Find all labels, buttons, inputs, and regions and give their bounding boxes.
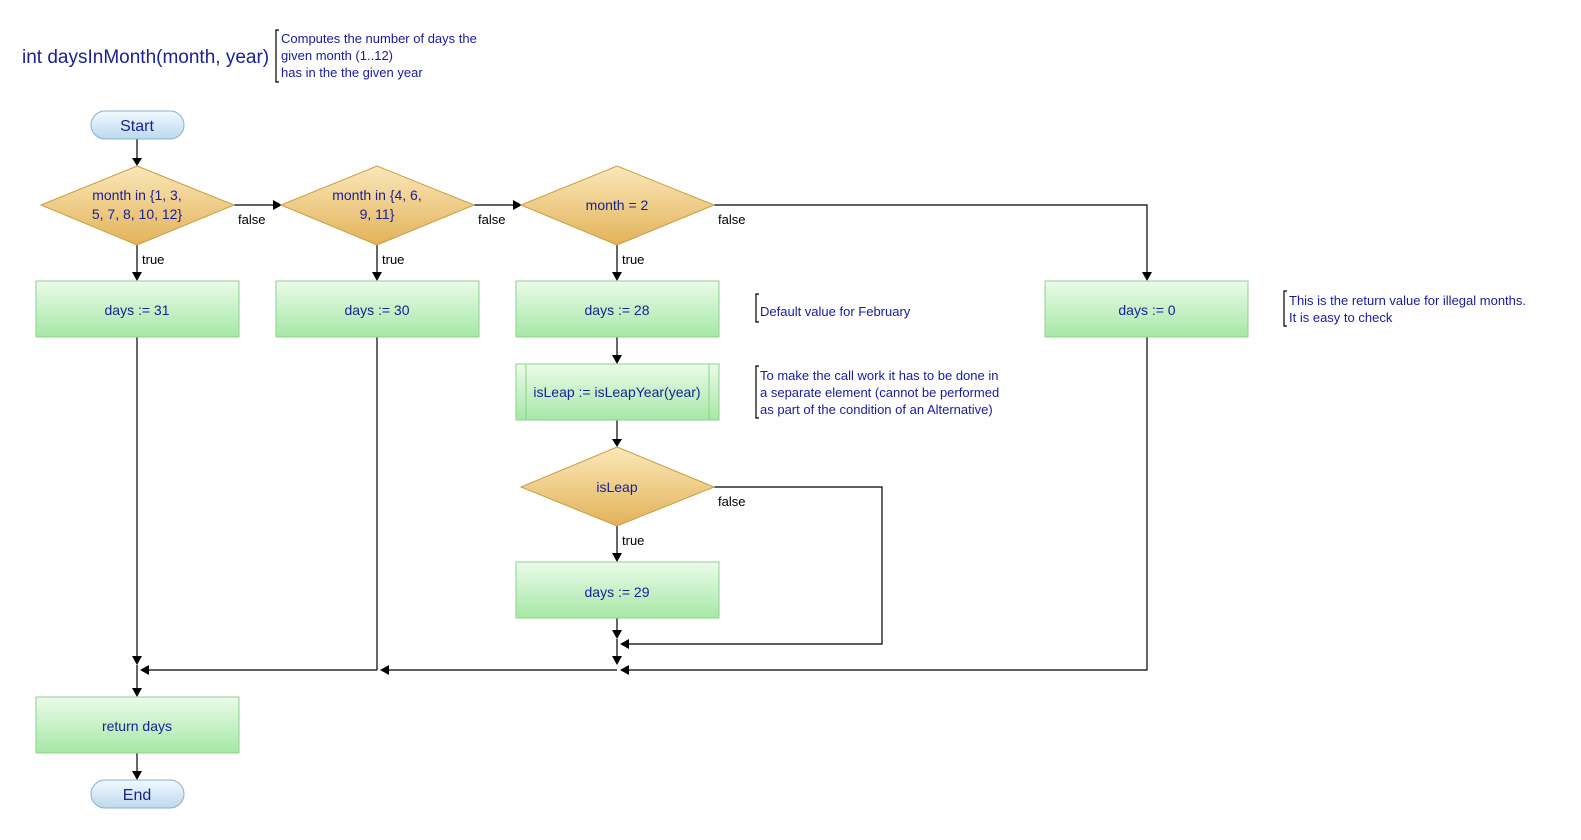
comment-bracket <box>755 365 759 419</box>
edge-cond4-false <box>629 486 883 645</box>
edge-label-false: false <box>718 494 745 509</box>
arrow-head <box>132 272 142 281</box>
comment-call-line-1: To make the call work it has to be done … <box>760 368 998 383</box>
function-signature: int daysInMonth(month, year) <box>22 47 269 68</box>
arrow-head <box>132 158 142 166</box>
arrow-head <box>372 272 382 281</box>
comment-main-line-1: Computes the number of days the <box>281 31 477 46</box>
edge-days0-merge <box>629 337 1148 671</box>
start-terminal <box>90 110 185 140</box>
arrow-head <box>612 355 622 364</box>
comment-call-line-2: a separate element (cannot be performed <box>760 385 999 400</box>
arrow-head <box>612 439 622 447</box>
edge-label-false: false <box>478 212 505 227</box>
decision-month-30-line-2: 9, 11} <box>360 206 395 222</box>
arrow-head <box>132 688 142 697</box>
arrow-head <box>612 553 622 562</box>
call-isleapyear-label: isLeap := isLeapYear(year) <box>533 384 700 400</box>
process-days-31-label: days := 31 <box>105 302 170 318</box>
process-days-0-label: days := 0 <box>1118 302 1175 318</box>
arrow-head <box>140 665 149 675</box>
arrow-head <box>380 665 389 675</box>
process-days-29 <box>515 561 720 619</box>
arrow-head <box>132 771 142 780</box>
process-days-30-label: days := 30 <box>345 302 410 318</box>
edge-label-true: true <box>622 252 644 267</box>
process-days-30 <box>275 280 480 338</box>
decision-month-feb <box>519 165 716 246</box>
decision-month-31-line-2: 5, 7, 8, 10, 12} <box>92 206 183 222</box>
decision-month-30-line-1: month in {4, 6, <box>332 187 422 203</box>
process-days-31 <box>35 280 240 338</box>
decision-month-30 <box>279 165 476 246</box>
process-days-28 <box>515 280 720 338</box>
comment-illegal-line-2: It is easy to check <box>1289 310 1393 325</box>
arrow-head <box>513 200 522 210</box>
arrow-head <box>273 200 282 210</box>
comment-bracket <box>755 293 759 323</box>
arrow-head <box>612 272 622 281</box>
arrow-head <box>620 665 629 675</box>
comment-bracket <box>275 29 279 83</box>
decision-isleap <box>519 446 716 527</box>
arrow-head <box>612 656 622 665</box>
arrow-head <box>612 630 622 639</box>
decision-isleap-label: isLeap <box>596 479 637 495</box>
start-label: Start <box>120 118 154 135</box>
arrow-head <box>1142 272 1152 281</box>
comment-main-line-3: has in the the given year <box>281 65 423 80</box>
call-isleapyear <box>515 363 720 421</box>
edge-cond3-false <box>714 204 1148 272</box>
decision-month-feb-label: month = 2 <box>586 197 649 213</box>
process-return-days-label: return days <box>102 718 172 734</box>
decision-month-31 <box>39 165 236 246</box>
decision-month-31-line-1: month in {1, 3, <box>92 187 182 203</box>
edge-label-false: false <box>718 212 745 227</box>
comment-call-line-3: as part of the condition of an Alternati… <box>760 402 993 417</box>
end-label: End <box>123 787 151 804</box>
end-terminal <box>90 779 185 809</box>
edge-label-true: true <box>382 252 404 267</box>
comment-illegal-line-1: This is the return value for illegal mon… <box>1289 293 1526 308</box>
comment-main-line-2: given month (1..12) <box>281 48 393 63</box>
arrow-head <box>132 656 142 665</box>
comment-bracket <box>1283 290 1287 327</box>
process-days-28-label: days := 28 <box>585 302 650 318</box>
edge-label-false: false <box>238 212 265 227</box>
comment-feb-line-1: Default value for February <box>760 304 911 319</box>
process-return-days <box>35 696 240 754</box>
edge-label-true: true <box>622 533 644 548</box>
process-days-29-label: days := 29 <box>585 584 650 600</box>
arrow-head <box>620 639 629 649</box>
edge-label-true: true <box>142 252 164 267</box>
process-days-0 <box>1044 280 1249 338</box>
